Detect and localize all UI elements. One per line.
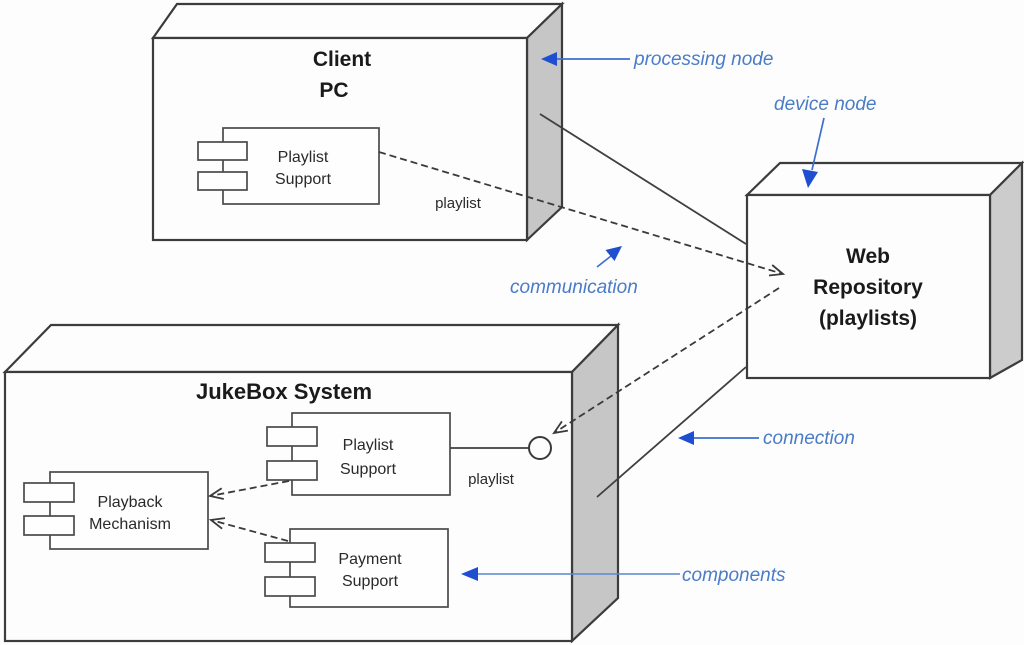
jukebox-top-face: [2, 323, 621, 374]
annotations: processing node device node communicatio…: [461, 49, 876, 586]
dependency-dashed-line: [553, 287, 780, 434]
client-pc-title-line2: PC: [319, 79, 348, 102]
connection-label: connection: [763, 428, 855, 449]
processing-node-annotation: processing node: [541, 49, 773, 70]
web-repository-title-line1: Web: [846, 245, 890, 268]
jukebox-playlist-support-label-line1: Playlist: [343, 437, 394, 454]
jukebox-title: JukeBox System: [196, 379, 372, 404]
component-tab-icon: [266, 460, 318, 481]
communication-annotation: communication: [510, 246, 638, 298]
component-tab-icon: [23, 482, 75, 503]
component-tab-icon: [264, 576, 316, 597]
client-pc-side-face: [525, 1, 564, 243]
client-playlist-support-label-line2: Support: [275, 171, 332, 188]
client-playlist-support-component: Playlist Support: [197, 127, 380, 205]
web-repository-node: Web Repository (playlists): [744, 160, 1024, 380]
component-tab-icon: [197, 171, 248, 191]
jukebox-system-node: JukeBox System Playback Mechanism Playli…: [2, 322, 621, 644]
clientpc-webrepo-connection-line: [539, 113, 747, 245]
client-playlist-dependency-label: playlist: [435, 195, 482, 212]
left-arrowhead-icon: [678, 431, 694, 445]
components-annotation: components: [461, 565, 786, 586]
playlist-interface: playlist: [450, 436, 552, 488]
open-arrowhead-icon: [207, 487, 224, 500]
processing-node-label: processing node: [633, 49, 773, 70]
web-repository-front-face: [745, 193, 992, 380]
payment-to-playback-dependency-arrow: [208, 517, 289, 542]
jukebox-playlist-support-component: Playlist Support: [266, 412, 451, 496]
playback-mechanism-component: Playback Mechanism: [23, 471, 209, 550]
payment-support-label-line1: Payment: [338, 551, 402, 568]
left-arrowhead-icon: [461, 567, 478, 581]
client-playlist-support-label-line1: Playlist: [278, 149, 329, 166]
component-tab-icon: [264, 542, 316, 563]
client-playlist-dependency-arrow: [378, 151, 786, 277]
web-repository-title-line3: (playlists): [819, 307, 917, 330]
open-arrowhead-icon: [552, 420, 569, 435]
annotation-arrow-shaft: [596, 255, 612, 268]
connection-annotation: connection: [678, 428, 855, 449]
down-arrowhead-icon: [802, 169, 818, 188]
component-tab-icon: [23, 515, 75, 536]
payment-support-component: Payment Support: [264, 528, 449, 608]
playback-mechanism-label-line1: Playback: [98, 494, 164, 511]
web-repository-title-line2: Repository: [813, 276, 923, 299]
annotation-arrow-shaft: [811, 117, 825, 171]
interface-lollipop-icon: [528, 436, 552, 460]
web-repository-side-face: [988, 160, 1024, 380]
up-right-arrowhead-icon: [605, 246, 622, 261]
communication-label: communication: [510, 277, 638, 298]
jukebox-webrepo-connection-line: [596, 366, 747, 498]
client-pc-node: Client PC Playlist Support playlist: [150, 1, 565, 243]
components-label: components: [682, 565, 786, 586]
jukebox-interface-label: playlist: [468, 471, 515, 488]
component-body: [49, 471, 209, 550]
jukebox-side-face: [570, 322, 620, 644]
connections: [207, 113, 786, 542]
playback-mechanism-label-line2: Mechanism: [89, 516, 171, 533]
playlist-to-playback-dependency-arrow: [207, 480, 290, 500]
payment-support-label-line2: Support: [342, 573, 399, 590]
web-repository-top-face: [744, 161, 1024, 197]
dependency-dashed-line: [210, 519, 289, 542]
client-pc-top-face: [150, 2, 565, 40]
component-tab-icon: [197, 141, 248, 161]
component-body: [222, 127, 380, 205]
open-arrowhead-icon: [208, 517, 226, 530]
device-node-annotation: device node: [774, 94, 876, 188]
component-body: [289, 528, 449, 608]
component-body: [291, 412, 451, 496]
device-node-label: device node: [774, 94, 876, 115]
jukebox-playlist-support-label-line2: Support: [340, 461, 397, 478]
webrepo-to-interface-dependency-arrow: [552, 287, 780, 435]
dependency-dashed-line: [378, 151, 784, 275]
left-arrowhead-icon: [541, 52, 557, 66]
client-pc-title-line1: Client: [313, 48, 371, 71]
open-arrowhead-icon: [768, 264, 786, 277]
component-tab-icon: [266, 426, 318, 447]
dependency-dashed-line: [209, 480, 290, 497]
